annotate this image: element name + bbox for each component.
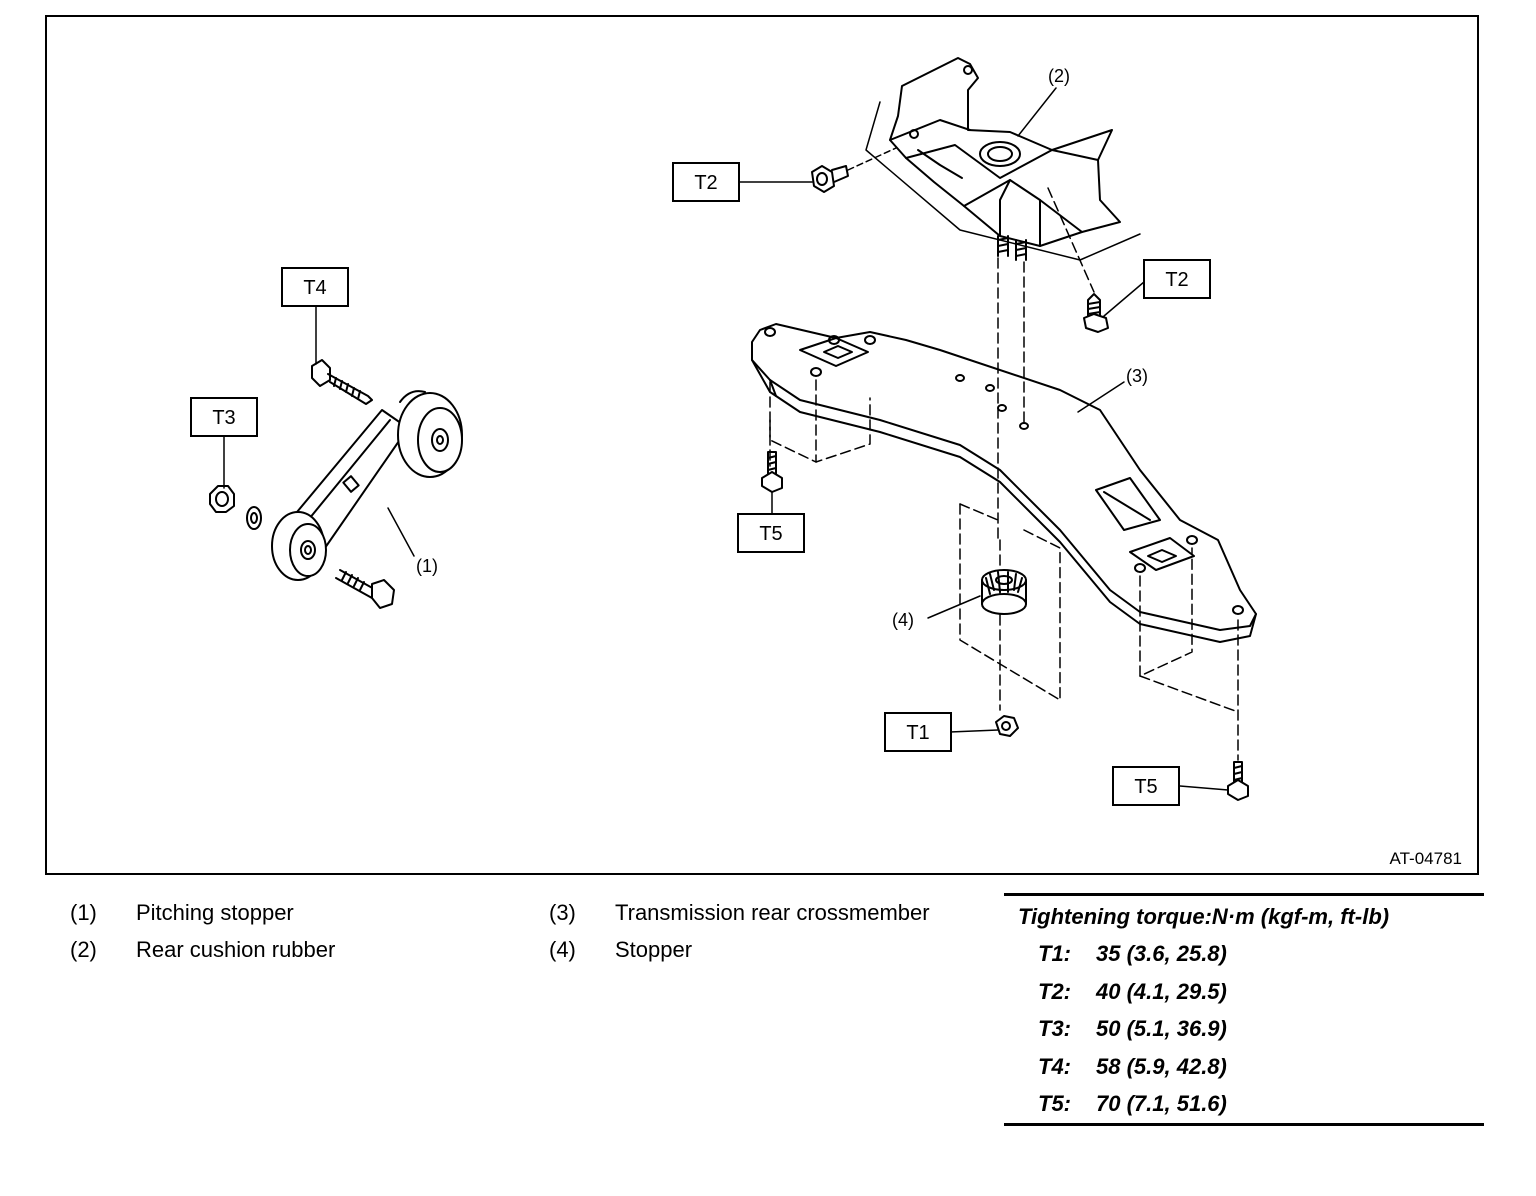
t3-box-label: T3 (212, 407, 235, 429)
rear-cushion-rubber (865, 57, 1141, 261)
callout-3-leader (1077, 381, 1125, 413)
t4-box-label: T4 (303, 277, 326, 299)
legend-num: (1) (70, 900, 97, 925)
legend-label: Transmission rear crossmember (615, 900, 930, 925)
t5-left-bolt (761, 451, 783, 493)
torque-value: 50 (5.1, 36.9) (1096, 1016, 1227, 1041)
legend-num: (4) (549, 937, 576, 962)
t1-box (884, 712, 952, 752)
callout-3: (3) (1126, 366, 1148, 386)
t5-right-leader (1179, 785, 1229, 791)
legend-label: Rear cushion rubber (136, 937, 336, 962)
torque-value: 70 (7.1, 51.6) (1096, 1091, 1227, 1116)
parts-legend-right: (3) Transmission rear crossmember (4) St… (549, 900, 989, 980)
t3-box (190, 397, 258, 437)
pitching-stopper (271, 390, 463, 581)
t5-right-box (1112, 766, 1180, 806)
stopper (981, 569, 1027, 615)
tightening-torque-table: Tightening torque:N·m (kgf-m, ft-lb) T1:… (1004, 893, 1484, 1126)
transmission-rear-crossmember (751, 257, 1257, 761)
t5-right-box-label: T5 (1134, 776, 1157, 798)
t5-left-box (737, 513, 805, 553)
t2-left-box (672, 162, 740, 202)
lower-bolt (335, 569, 395, 609)
t2-right-box (1143, 259, 1211, 299)
t2-right-leader (1103, 281, 1145, 317)
parts-legend-left: (1) Pitching stopper (2) Rear cushion ru… (70, 900, 490, 980)
torque-value: 40 (4.1, 29.5) (1096, 979, 1227, 1004)
torque-code: T3: (1038, 1016, 1071, 1041)
torque-code: T4: (1038, 1054, 1071, 1079)
diagram-frame (45, 15, 1479, 875)
t2-right-box-label: T2 (1165, 269, 1188, 291)
callout-1: (1) (416, 556, 438, 576)
legend-num: (2) (70, 937, 97, 962)
t4-bolt (311, 359, 373, 405)
callout-2-leader (1017, 87, 1057, 137)
callout-1-leader (387, 507, 415, 557)
t2-left-box-label: T2 (694, 172, 717, 194)
t3-nut (209, 485, 262, 530)
legend-label: Stopper (615, 937, 693, 962)
legend-num: (3) (549, 900, 576, 925)
figure-id: AT-04781 (1390, 849, 1462, 868)
exploded-diagram: T4 T3 T2 T2 T5 T1 T5 (1) (2) (3) (4) AT-… (45, 15, 1479, 875)
t5-right-bolt (1227, 761, 1249, 801)
torque-code: T5: (1038, 1091, 1071, 1116)
torque-value: 58 (5.9, 42.8) (1096, 1054, 1227, 1079)
callout-4: (4) (892, 610, 914, 630)
t2-right-bolt (1047, 187, 1109, 333)
legend-label: Pitching stopper (136, 900, 294, 925)
callout-4-leader (927, 595, 981, 619)
callout-2: (2) (1048, 66, 1070, 86)
t1-leader (949, 729, 999, 733)
t2-left-bolt (811, 147, 897, 193)
t4-box (281, 267, 349, 307)
torque-value: 35 (3.6, 25.8) (1096, 941, 1227, 966)
t1-nut (995, 715, 1019, 737)
torque-code: T2: (1038, 979, 1071, 1004)
torque-code: T1: (1038, 941, 1071, 966)
t1-box-label: T1 (906, 722, 929, 744)
torque-table-title: Tightening torque:N·m (kgf-m, ft-lb) (1018, 904, 1390, 929)
t5-left-box-label: T5 (759, 523, 782, 545)
